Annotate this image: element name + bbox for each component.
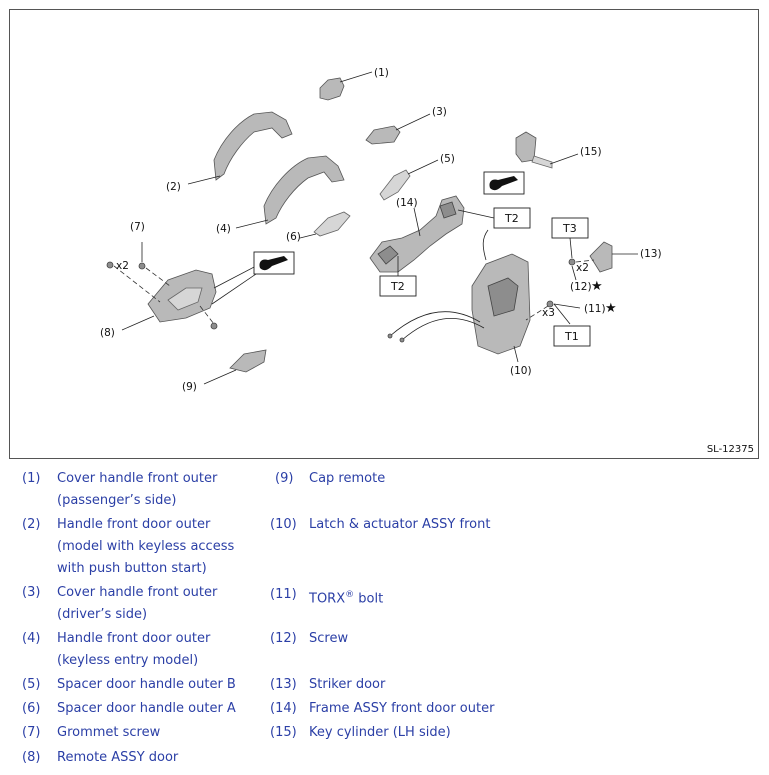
qty-x2-left: x2 xyxy=(116,260,129,272)
svg-text:T1: T1 xyxy=(564,330,579,343)
torque-box-t2-lower: T2 xyxy=(379,275,417,297)
diagram-code: SL-12375 xyxy=(706,444,754,455)
part-key-cylinder xyxy=(515,131,579,169)
part-handle-keyless-entry xyxy=(235,155,345,229)
grease-icon xyxy=(253,251,295,275)
svg-text:T3: T3 xyxy=(562,222,577,235)
part-striker-door xyxy=(568,237,638,281)
torque-box-t1: T1 xyxy=(553,325,591,347)
callout-13: (13) xyxy=(640,248,662,260)
qty-x3: x3 xyxy=(542,307,555,319)
part-cap-remote xyxy=(203,349,267,385)
qty-x2-right: x2 xyxy=(576,262,589,274)
diagram-canvas: (1) (2) (3) (4) (5) (6) (7) (8) (9) (10)… xyxy=(100,67,662,393)
part-handle-keyless-access xyxy=(187,111,293,185)
part-latch-actuator xyxy=(387,229,531,363)
legend-number: (1) xyxy=(22,471,41,486)
callout-8: (8) xyxy=(100,327,115,339)
callout-7: (7) xyxy=(130,221,145,233)
part-spacer-a xyxy=(299,211,351,239)
callout-15: (15) xyxy=(580,146,602,158)
callout-5: (5) xyxy=(440,153,455,165)
part-remote-assy xyxy=(106,242,257,331)
torque-box-t2-upper: T2 xyxy=(493,207,531,229)
part-torx-bolt xyxy=(525,300,581,325)
callout-11: (11) xyxy=(584,303,606,315)
part-frame-assy xyxy=(369,195,495,278)
callout-2: (2) xyxy=(166,181,181,193)
exploded-diagram: (1) (2) (3) (4) (5) (6) (7) (8) (9) (10)… xyxy=(9,9,759,459)
part-cover-handle-passenger xyxy=(319,71,373,101)
callout-12: (12) xyxy=(570,281,592,293)
star-11: ★ xyxy=(605,301,617,316)
grease-icon xyxy=(483,171,525,195)
torque-box-t3: T3 xyxy=(551,217,589,239)
callout-14: (14) xyxy=(396,197,418,209)
callout-6: (6) xyxy=(286,231,301,243)
svg-text:T2: T2 xyxy=(504,212,519,225)
star-12: ★ xyxy=(591,279,603,294)
part-cover-handle-driver xyxy=(365,113,431,145)
callout-1: (1) xyxy=(374,67,389,79)
callout-3: (3) xyxy=(432,106,447,118)
callout-10: (10) xyxy=(510,365,532,377)
part-spacer-b xyxy=(379,159,439,201)
svg-text:T2: T2 xyxy=(390,280,405,293)
callout-9: (9) xyxy=(182,381,197,393)
callout-4: (4) xyxy=(216,223,231,235)
